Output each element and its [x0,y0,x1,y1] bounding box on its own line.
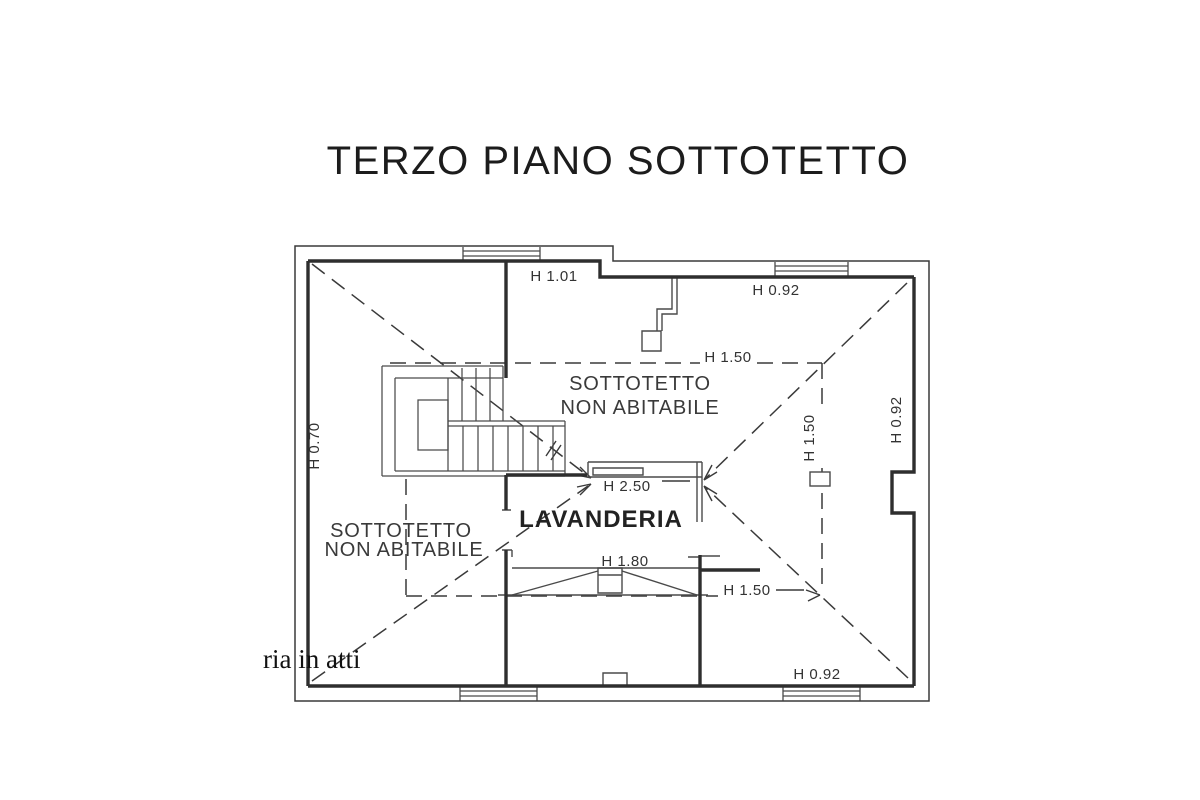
window-top-left [462,247,541,261]
wall-top-inner [308,259,914,279]
arrow-right-lower [703,485,718,502]
stair-core [417,399,449,451]
windows [459,247,861,701]
wall-right-inner [890,277,916,686]
arrow-left-lower [576,483,592,496]
hip-line-bottom-right [704,486,909,679]
height-label-0-92-bottom: H 0.92 [793,666,840,683]
bottom-wall-niche [602,672,628,686]
laundry-counter [587,461,703,522]
room-label-attic-left-2: NON ABITABILE [325,539,484,561]
arrow-right-upper [703,464,718,481]
label-backing [806,410,826,466]
inner-wall-line [306,259,916,688]
laundry-counter-inner [592,467,644,476]
page-title: TERZO PIANO SOTTOTETTO [327,139,910,183]
stair-upper-flight-steps [461,368,491,421]
stair-enclosure [381,365,566,477]
height-label-1-50-bottom: H 1.50 [723,582,770,599]
window-top-right [774,262,849,277]
roof-dashed-lines [311,263,909,682]
hip-line-top-right [704,282,908,480]
flue-marker-box [809,471,831,487]
chimney-flue-inner [661,277,678,331]
arrow-h150-bottom [805,589,821,602]
outer-wall-line [294,245,930,702]
height-label-0-92-top: H 0.92 [752,282,799,299]
staircase [381,365,566,477]
annotation-marks [545,440,821,602]
height-label-0-92-right: H 0.92 [888,396,905,443]
interior-walls [504,261,760,686]
room-label-attic-right-2: NON ABITABILE [561,397,720,419]
room-label-attic-left-1: SOTTOTETTO [330,520,472,542]
skylight-box [597,567,623,594]
watermark-text: ria in atti [263,644,360,674]
stair-lower-flight-steps [462,426,554,471]
height-label-1-50-top: H 1.50 [704,349,751,366]
window-bottom-right [782,687,861,701]
window-bottom-left [459,687,538,701]
height-label-0-70-left: H 0.70 [306,422,323,469]
height-label-1-80: H 1.80 [601,553,648,570]
hip-line-top-left [311,263,589,477]
height-label-1-01: H 1.01 [530,268,577,285]
chimney-flue [641,277,673,352]
skylight-slopes [511,570,698,596]
hip-line-bottom-left [311,485,589,682]
room-label-laundry: LAVANDERIA [519,506,683,533]
height-label-2-50: H 2.50 [603,478,650,495]
height-label-1-50-right: H 1.50 [801,414,818,461]
exterior-walls [294,245,930,702]
room-label-attic-right-1: SOTTOTETTO [569,373,711,395]
